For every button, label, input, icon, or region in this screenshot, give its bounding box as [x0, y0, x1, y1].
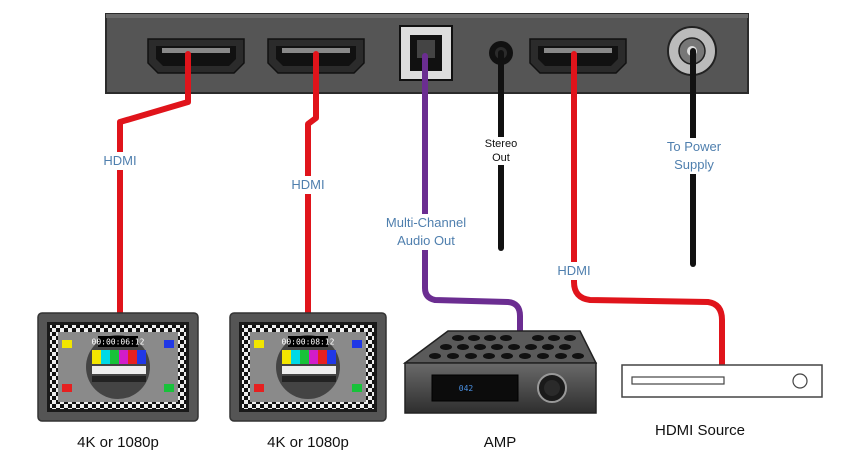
- display-2: 00:00:08:12: [229, 312, 387, 422]
- amplifier: 042: [402, 330, 598, 414]
- label-power-supply: To Power Supply: [656, 138, 732, 174]
- label-hdmi-out-1: HDMI: [99, 152, 141, 170]
- display-1: 00:00:06:12: [37, 312, 199, 422]
- hdmi-cable-1: [117, 51, 191, 321]
- label-power-line1: To Power: [666, 139, 722, 154]
- hdmi-cable-source: [571, 51, 725, 375]
- label-multichannel-line1: Multi-Channel: [385, 215, 467, 230]
- label-display-1: 4K or 1080p: [77, 434, 159, 451]
- label-display-2: 4K or 1080p: [267, 434, 349, 451]
- label-hdmi-in: HDMI: [553, 262, 595, 280]
- label-amp: AMP: [483, 434, 517, 451]
- label-stereo-line2: Out: [492, 152, 510, 164]
- hdmi-cable-2: [305, 51, 319, 321]
- label-multichannel-audio: Multi-Channel Audio Out: [376, 214, 476, 250]
- hdmi-port-in: [529, 38, 627, 74]
- label-hdmi-out-2: HDMI: [287, 176, 329, 194]
- display-2-timecode: 00:00:08:12: [282, 338, 335, 347]
- label-multichannel-line2: Audio Out: [397, 233, 455, 248]
- label-stereo-out: Stereo Out: [478, 137, 524, 165]
- hdmi-port-out-1: [147, 38, 245, 74]
- label-hdmi-source: HDMI Source: [654, 422, 746, 439]
- display-1-timecode: 00:00:06:12: [92, 338, 145, 347]
- audio-cable: [422, 53, 523, 337]
- amp-display-readout: 042: [459, 384, 474, 393]
- label-stereo-line1: Stereo: [484, 138, 518, 150]
- hdmi-source-device: [621, 364, 823, 398]
- label-power-line2: Supply: [674, 157, 714, 172]
